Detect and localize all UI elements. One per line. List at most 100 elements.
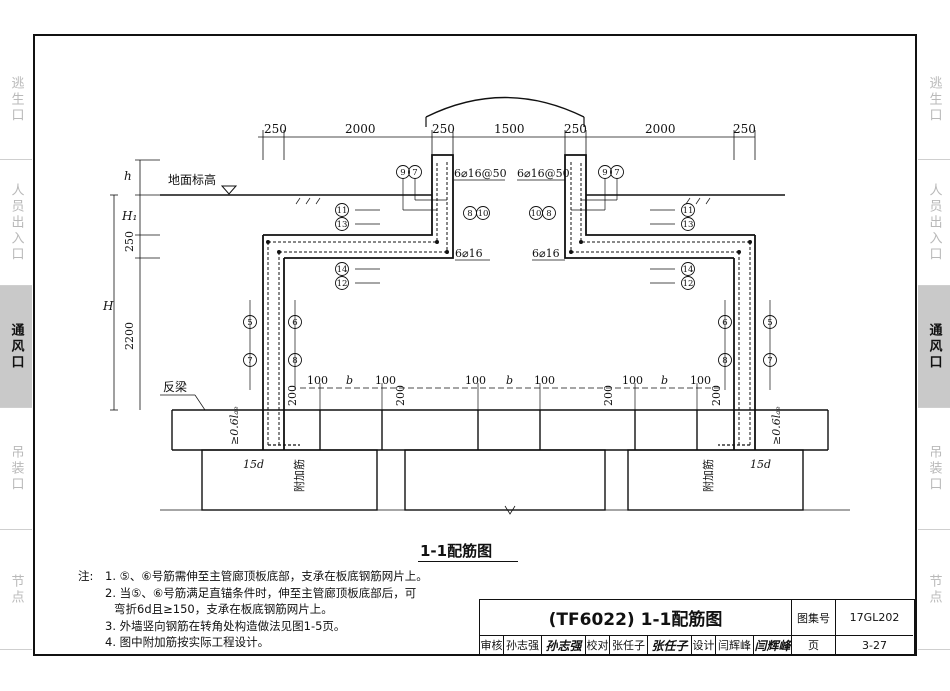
marker-11-r: 11 [683, 206, 694, 216]
dim-top-2: 2000 [345, 122, 376, 136]
side-tab-node-right[interactable]: 节点 [918, 530, 950, 650]
fifteen-d-left: 15d [243, 458, 264, 471]
dim-h: h [124, 169, 132, 183]
dim-bottom-8: 100 [534, 374, 555, 387]
page-label: 页 [792, 636, 836, 654]
check-label: 校对 [586, 636, 610, 654]
beam-label: 反梁 [163, 379, 187, 394]
note-row-3: 3. 外墙竖向钢筋在转角处构造做法见图1-5页。 [78, 618, 428, 635]
note-2: 2. 当⑤、⑥号筋满足直锚条件时，伸至主管廊顶板底部后，可 [105, 585, 417, 600]
marker-5-r: 5 [767, 318, 772, 328]
side-tab-vent-right[interactable]: 通风口 [918, 286, 950, 408]
dim-2200: 2200 [123, 322, 136, 350]
rebar-label-top-right: 6⌀16@50 [517, 167, 570, 180]
side-tab-hoisting-right[interactable]: 吊装口 [918, 408, 950, 530]
checker-signature: 张任子 [648, 636, 692, 654]
marker-13-r: 13 [683, 220, 694, 230]
left-dimension-line [110, 159, 160, 411]
dim-bottom-3: 100 [375, 374, 396, 387]
ground-label: 地面标高 [168, 172, 216, 187]
dim-bottom-10: 200 [710, 385, 723, 406]
note-row-1: 注: 1. ⑤、⑥号筋需伸至主管廊顶板底部，支承在板底钢筋网片上。 [78, 568, 428, 585]
elevation-mark [220, 185, 238, 195]
note-row-2b: 弯折6d且≥150，支承在板底钢筋网片上。 [78, 601, 428, 618]
checker-name: 张任子 [610, 636, 648, 654]
marker-7-wall-l: 7 [247, 356, 252, 366]
dim-bottom-1: 100 [307, 374, 328, 387]
top-dimension-line [258, 130, 756, 160]
vent-structure [262, 154, 756, 450]
dim-250-left: 250 [123, 231, 136, 252]
figure-caption: 1-1配筋图 [420, 542, 493, 560]
title-block-title: (TF6022) 1-1配筋图 [480, 600, 792, 636]
vent-arch [425, 96, 585, 118]
rebar-label-mid-left: 6⌀16 [455, 247, 483, 260]
extra-bar-label-right: 附加筋 [701, 459, 715, 492]
dim-bottom-6: 100 [465, 374, 486, 387]
dim-top-1: 250 [264, 122, 287, 136]
dim-bottom-9: 200 [602, 385, 615, 406]
marker-8-wall-r: 8 [722, 356, 727, 366]
marker-10-l: 10 [478, 209, 489, 219]
side-tab-personnel-right[interactable]: 人员出入口 [918, 160, 950, 286]
marker-13-l: 13 [337, 220, 348, 230]
dim-bottom-7: b [506, 374, 513, 387]
dim-top-3: 250 [432, 122, 455, 136]
side-tab-hoisting[interactable]: 吊装口 [0, 408, 32, 530]
marker-9-r: 9 [602, 168, 607, 178]
note-row-4: 4. 图中附加筋按实际工程设计。 [78, 634, 428, 651]
dim-bottom-11: 100 [622, 374, 643, 387]
base-structure [171, 409, 829, 511]
dim-H: H [102, 299, 114, 313]
designer-name: 闫辉峰 [716, 636, 754, 654]
dim-top-7: 250 [733, 122, 756, 136]
dim-bottom-12: b [661, 374, 668, 387]
caption-underline [418, 561, 518, 562]
side-tab-escape[interactable]: 逃生口 [0, 40, 32, 160]
side-tab-personnel[interactable]: 人员出入口 [0, 160, 32, 286]
notes: 注: 1. ⑤、⑥号筋需伸至主管廊顶板底部，支承在板底钢筋网片上。 2. 当⑤、⑥… [78, 568, 428, 651]
rebar-label-top-left: 6⌀16@50 [454, 167, 507, 180]
dim-top-4: 1500 [494, 122, 525, 136]
marker-9-l: 9 [400, 168, 405, 178]
page-number: 3-27 [862, 638, 887, 652]
notes-lead: 注: [78, 569, 94, 583]
note-1: 1. ⑤、⑥号筋需伸至主管廊顶板底部，支承在板底钢筋网片上。 [105, 569, 428, 583]
marker-14-r: 14 [683, 265, 694, 275]
note-2b: 弯折6d且≥150，支承在板底钢筋网片上。 [114, 602, 333, 616]
marker-8-r: 8 [546, 209, 551, 219]
atlas-label: 图集号 [792, 600, 836, 636]
marker-12-r: 12 [683, 279, 694, 289]
dim-bottom-2: b [346, 374, 353, 387]
designer-signature: 闫辉峰 [754, 636, 792, 654]
note-4: 4. 图中附加筋按实际工程设计。 [105, 635, 270, 649]
design-label: 设计 [692, 636, 716, 654]
dim-h1: H₁ [121, 209, 137, 223]
side-tab-vent[interactable]: 通风口 [0, 286, 32, 408]
side-tab-escape-right[interactable]: 逃生口 [918, 40, 950, 160]
marker-5-l: 5 [247, 318, 252, 328]
marker-10-r: 10 [531, 209, 542, 219]
marker-11-l: 11 [337, 206, 348, 216]
atlas-number: 17GL202 [836, 600, 913, 636]
rebar-lines [267, 162, 751, 445]
marker-7-r: 7 [614, 168, 619, 178]
dim-bottom-13: 100 [690, 374, 711, 387]
dim-bottom-5: 200 [394, 385, 407, 406]
rebar-markers [243, 165, 777, 367]
rebar-label-mid-right: 6⌀16 [532, 247, 560, 260]
fifteen-d-right: 15d [750, 458, 771, 471]
marker-7-l: 7 [412, 168, 417, 178]
marker-6-r: 6 [722, 318, 727, 328]
drawing-frame [33, 34, 917, 656]
review-label: 审核 [480, 636, 504, 654]
marker-8-wall-l: 8 [292, 356, 297, 366]
title-block: (TF6022) 1-1配筋图 图集号 17GL202 审核 孙志强 孙志强 校… [479, 599, 915, 655]
marker-14-l: 14 [337, 265, 348, 275]
marker-8-l: 8 [467, 209, 472, 219]
anchor-label-right: ≥0.6lₐₑ [770, 406, 783, 445]
side-tab-node[interactable]: 节点 [0, 530, 32, 650]
marker-6-l: 6 [292, 318, 297, 328]
bottom-dimension-line [300, 383, 720, 410]
